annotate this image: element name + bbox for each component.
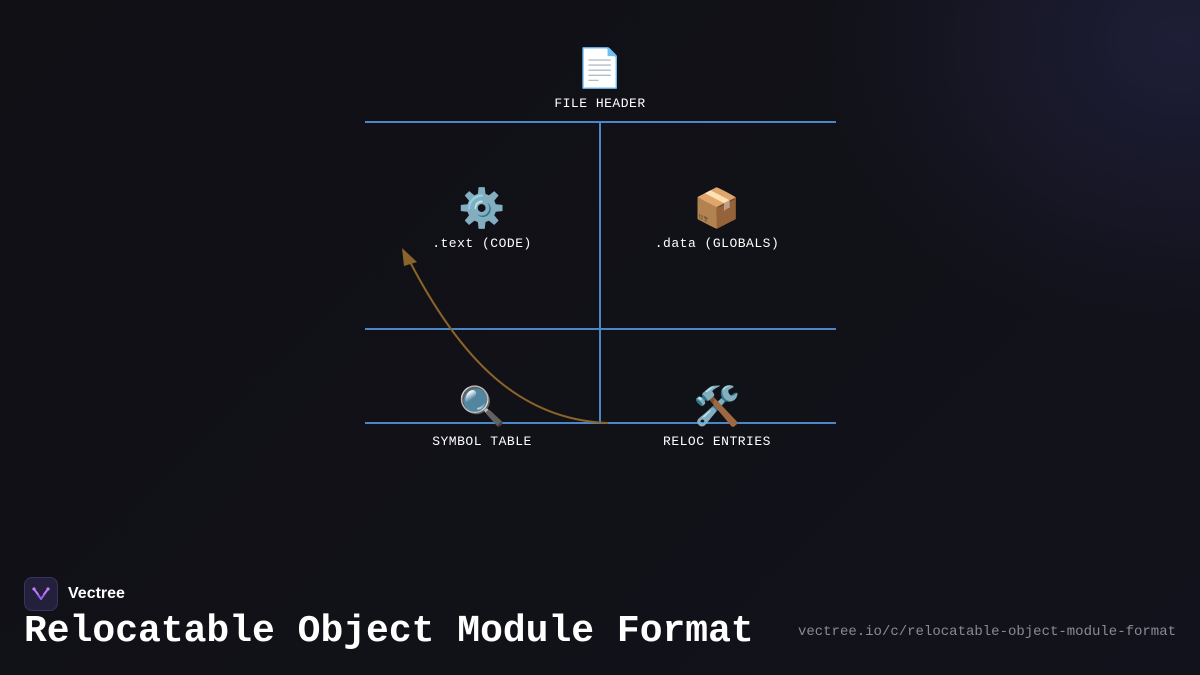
- text-section-node: ⚙️ .text (CODE): [382, 190, 582, 251]
- data-section-node: 📦 .data (GLOBALS): [617, 190, 817, 251]
- symbol-table-node: 🔍 SYMBOL TABLE: [382, 388, 582, 449]
- symbol-table-label: SYMBOL TABLE: [432, 434, 532, 449]
- tools-icon: 🛠️: [693, 388, 741, 431]
- document-icon: 📄: [576, 50, 624, 93]
- file-header-node: 📄 FILE HEADER: [500, 50, 700, 111]
- center-divider-line: [599, 121, 601, 424]
- data-section-label: .data (GLOBALS): [654, 236, 780, 251]
- source-url: vectree.io/c/relocatable-object-module-f…: [797, 624, 1176, 640]
- brand: Vectree: [24, 577, 125, 611]
- magnifier-icon: 🔍: [458, 388, 506, 431]
- text-section-label: .text (CODE): [432, 236, 532, 251]
- page-title: Relocatable Object Module Format: [24, 610, 754, 653]
- file-header-label: FILE HEADER: [554, 96, 646, 111]
- vectree-logo-icon: [24, 577, 58, 611]
- reloc-entries-label: RELOC ENTRIES: [663, 434, 771, 449]
- brand-name: Vectree: [68, 585, 125, 602]
- gear-icon: ⚙️: [458, 190, 506, 233]
- package-icon: 📦: [693, 190, 741, 233]
- relocation-arrow-path: [406, 255, 609, 424]
- relocation-arrow-head: [402, 248, 417, 266]
- reloc-entries-node: 🛠️ RELOC ENTRIES: [617, 388, 817, 449]
